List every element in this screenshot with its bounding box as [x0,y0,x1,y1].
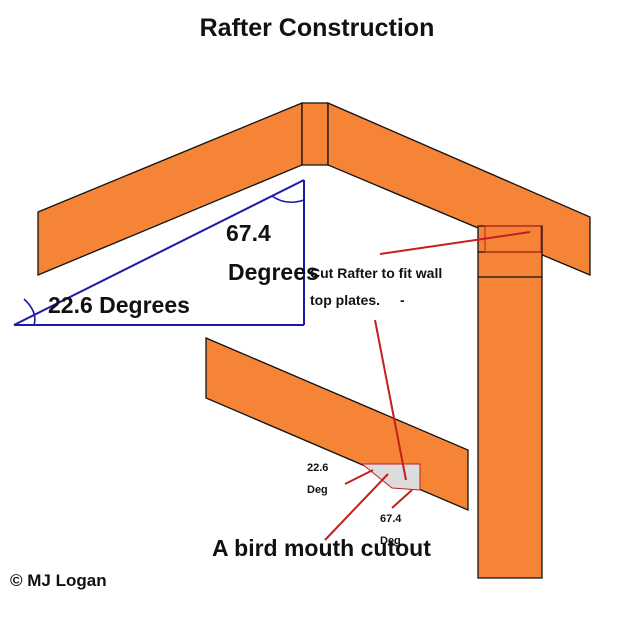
detached-rafter [205,337,469,511]
angle-triangle [13,179,305,326]
callout-lines [324,231,531,541]
birdmouth-label: A bird mouth cutout [212,535,431,561]
callout-dash: - [400,292,405,308]
birdmouth-large-angle-unit: Deg [380,535,401,547]
wall-post [477,225,543,579]
callout-line-1: Cut Rafter to fit wall [310,265,442,281]
birdmouth-small-angle-value: 22.6 [307,462,328,474]
left-rafter [37,102,303,276]
top-angle-unit: Degrees [228,259,319,285]
bird-mouth-cutout [360,463,421,491]
birdmouth-small-angle-unit: Deg [307,484,328,496]
bottom-angle-label: 22.6 Degrees [48,292,190,318]
copyright: © MJ Logan [10,571,107,590]
top-angle-value: 67.4 [226,220,271,246]
right-rafter [327,102,591,276]
diagram-title: Rafter Construction [200,14,435,42]
callout-line-2: top plates. [310,292,380,308]
birdmouth-large-angle-value: 67.4 [380,513,402,525]
ridge-board [301,102,329,166]
